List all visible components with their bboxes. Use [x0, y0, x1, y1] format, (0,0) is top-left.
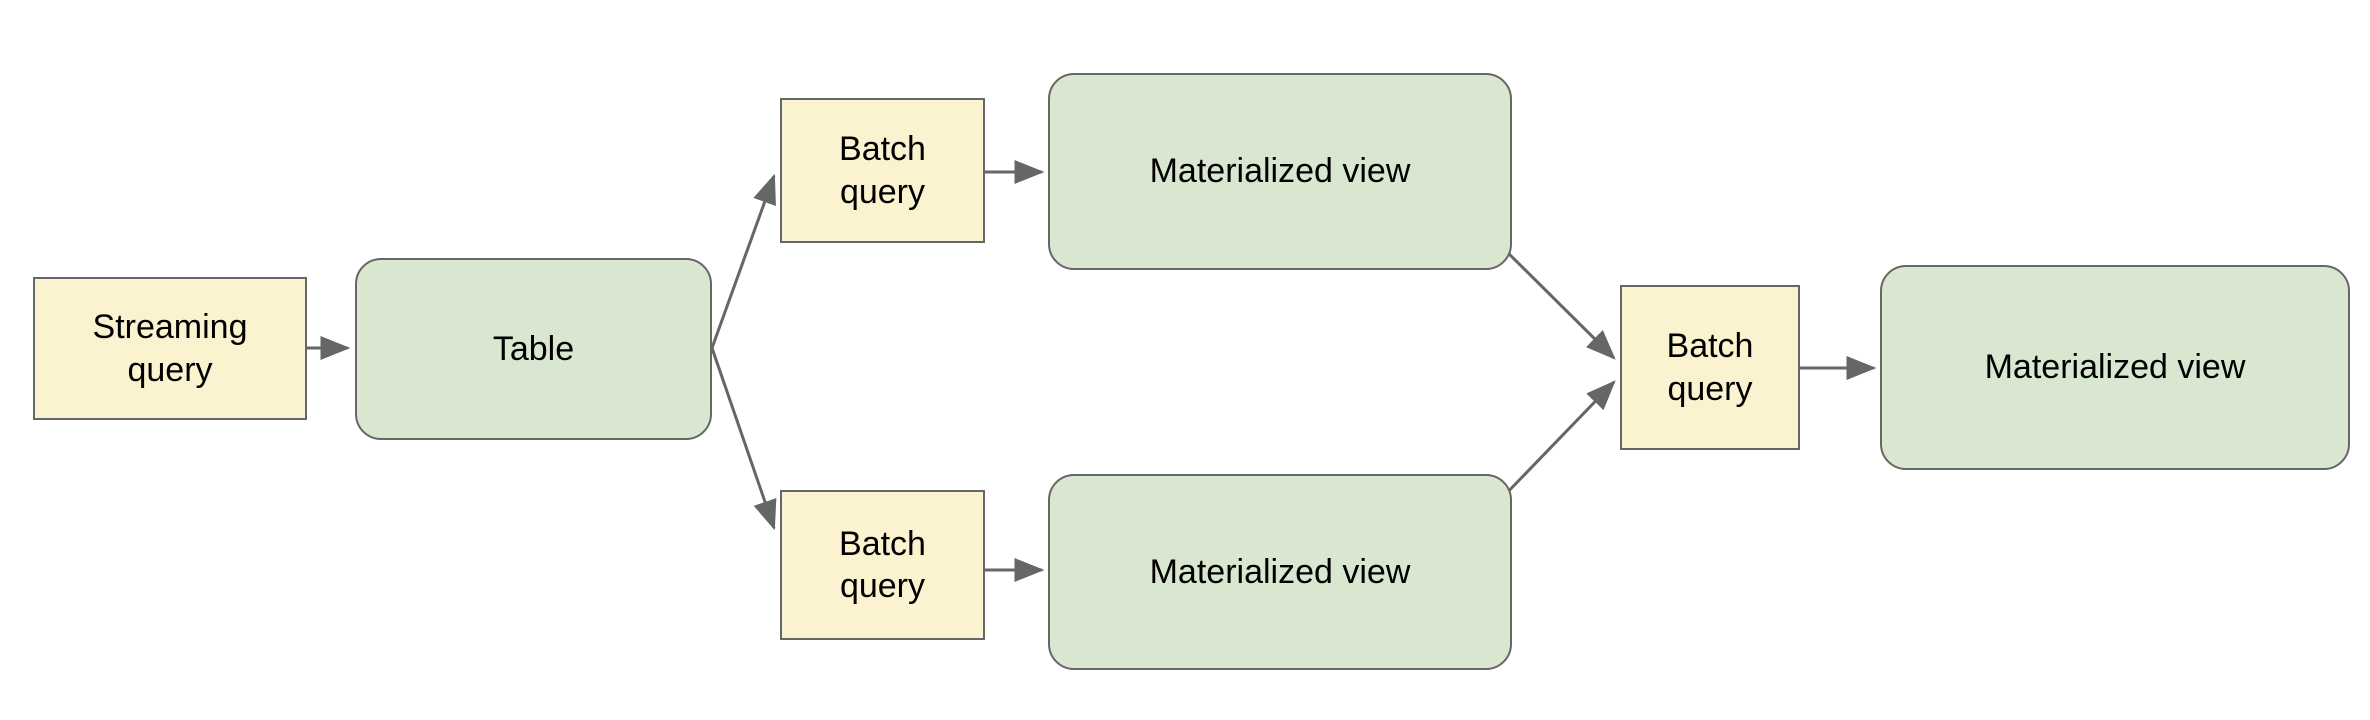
node-materialized-view-bottom[interactable]: Materialized view	[1048, 474, 1512, 670]
node-streaming-query-label: Streaming query	[92, 308, 248, 389]
node-materialized-view-right-label: Materialized view	[1984, 348, 2246, 387]
node-batch-query-top-label: Batch query	[839, 130, 926, 211]
node-table-label: Table	[492, 329, 575, 368]
edge-table-to-batch-query-top	[710, 173, 776, 349]
node-batch-query-bottom-label: Batch query	[839, 524, 926, 605]
node-materialized-view-bottom-label: Materialized view	[1149, 552, 1411, 591]
node-batch-query-top[interactable]: Batch query	[780, 98, 985, 243]
edge-materialized-view-bottom-to-batch-query-right	[1498, 380, 1616, 502]
node-table[interactable]: Table	[355, 258, 712, 440]
node-materialized-view-right[interactable]: Materialized view	[1880, 265, 2350, 470]
node-materialized-view-top[interactable]: Materialized view	[1048, 73, 1512, 270]
edge-table-to-batch-query-bottom	[710, 347, 777, 531]
node-batch-query-right[interactable]: Batch query	[1620, 285, 1800, 450]
node-batch-query-right-label: Batch query	[1666, 327, 1754, 408]
node-batch-query-bottom[interactable]: Batch query	[780, 490, 985, 640]
edge-materialized-view-top-to-batch-query-right	[1498, 243, 1616, 360]
node-materialized-view-top-label: Materialized view	[1149, 152, 1411, 191]
node-streaming-query[interactable]: Streaming query	[33, 277, 307, 420]
